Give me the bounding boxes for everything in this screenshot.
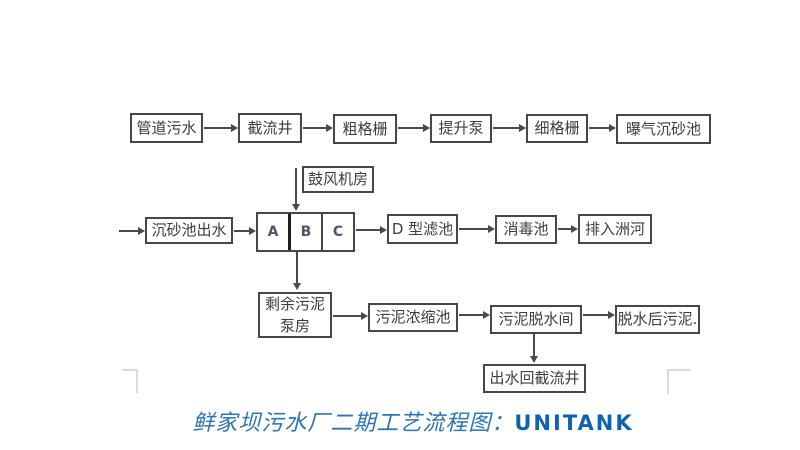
page-margin-corner-left-icon — [122, 369, 138, 393]
caption-chinese-text: 鲜家坝污水厂二期工艺流程图： — [192, 411, 515, 436]
arrow-right-icon — [119, 227, 145, 235]
page-margin-corner-right-icon — [667, 369, 691, 394]
arrow-right-icon — [303, 124, 333, 132]
flow-box-discharge-river: 排入洲河 — [578, 214, 652, 244]
flow-box-lift-pump: 提升泵 — [430, 114, 492, 143]
flow-box-label: 鼓风机房 — [307, 170, 368, 189]
flow-box-excess-sludge-pump-room: 剩余污泥 泵房 — [258, 292, 332, 338]
flow-box-grit-chamber-outflow: 沉砂池出水 — [145, 217, 233, 244]
flow-box-sludge-dewatering-room: 污泥脱水间 — [490, 305, 582, 334]
flow-box-label: 脱水后污泥. — [617, 310, 698, 329]
flow-box-dewatered-sludge: 脱水后污泥. — [615, 305, 700, 334]
arrow-right-icon — [356, 226, 387, 234]
arrow-right-icon — [459, 311, 490, 319]
flow-box-label: 排入洲河 — [584, 219, 645, 238]
flow-box-sludge-thickener: 污泥浓缩池 — [368, 303, 458, 332]
flow-box-disinfection-tank: 消毒池 — [495, 215, 557, 244]
flow-box-label: 管道污水 — [136, 118, 197, 137]
arrow-right-icon — [234, 227, 256, 235]
arrow-right-icon — [589, 124, 616, 132]
arrow-down-icon — [530, 333, 538, 363]
arrow-right-icon — [558, 225, 578, 233]
flow-box-label: 消毒池 — [503, 220, 549, 239]
unitank-cell-b: B — [291, 214, 323, 250]
flow-box-effluent-return-well: 出水回截流井 — [483, 364, 586, 393]
flow-box-label: 出水回截流井 — [489, 369, 580, 388]
flow-box-label: D 型滤池 — [391, 219, 454, 238]
flow-box-label-line2: 泵房 — [279, 317, 310, 335]
flow-box-label: 提升泵 — [438, 119, 484, 138]
arrow-right-icon — [459, 225, 495, 233]
flow-box-fine-screen: 细格栅 — [526, 114, 588, 143]
arrow-right-icon — [493, 124, 526, 132]
flow-box-coarse-screen: 粗格栅 — [333, 114, 397, 144]
flow-box-blower-room: 鼓风机房 — [302, 166, 374, 193]
flow-box-d-type-filter: D 型滤池 — [387, 214, 458, 244]
arrow-right-icon — [398, 124, 430, 132]
flow-box-label: 粗格栅 — [342, 119, 388, 138]
flow-box-aerated-grit-chamber: 曝气沉砂池 — [616, 114, 711, 144]
flow-box-label: 污泥浓缩池 — [375, 308, 451, 327]
flow-box-pipe-sewage: 管道污水 — [130, 113, 203, 143]
caption-unitank-text: UNITANK — [514, 411, 634, 435]
unitank-cell-c: C — [332, 224, 344, 240]
flow-box-unitank: A B C — [256, 212, 355, 252]
arrow-right-icon — [204, 124, 238, 132]
unitank-cell-a: A — [258, 214, 291, 250]
arrow-right-icon — [333, 312, 368, 320]
flow-box-label: 污泥脱水间 — [498, 310, 574, 329]
arrow-down-icon — [293, 252, 301, 290]
flow-box-label: 沉砂池出水 — [151, 221, 227, 240]
flow-box-label: 细格栅 — [534, 119, 580, 138]
flow-box-label: 曝气沉砂池 — [625, 119, 701, 138]
flow-box-label: 截流井 — [247, 118, 293, 137]
diagram-caption: 鲜家坝污水厂二期工艺流程图：UNITANK — [0, 405, 800, 437]
flow-box-label-line1: 剩余污泥 — [264, 294, 325, 313]
arrow-right-icon — [583, 311, 615, 319]
arrow-down-icon — [292, 168, 300, 211]
flow-box-intercept-well: 截流井 — [238, 113, 302, 143]
